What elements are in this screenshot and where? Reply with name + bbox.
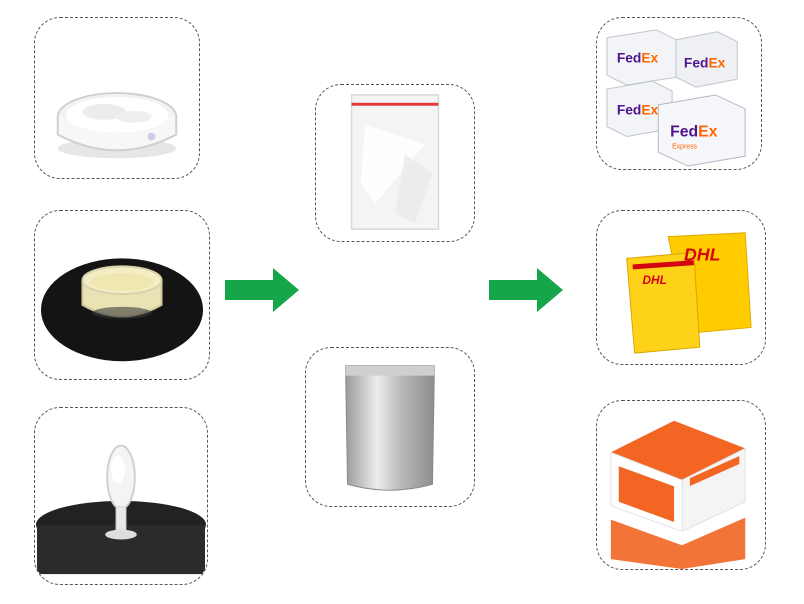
card-fedex-boxes: FedEx FedEx FedEx FedEx Express	[596, 17, 762, 170]
fedex-sub-label: Express	[672, 143, 697, 150]
foil-pouch-image	[345, 365, 435, 491]
card-yellow-powder	[34, 210, 210, 380]
yellow-powder-dish-image	[40, 258, 204, 362]
fedex-logo-2: FedEx	[684, 54, 726, 70]
card-white-powder	[34, 17, 200, 179]
fedex-logo-3: FedEx	[617, 102, 659, 118]
fedex-logo-4: FedEx	[670, 123, 718, 140]
zip-lock-bag-image	[350, 94, 440, 230]
white-powder-dish-image	[56, 92, 178, 159]
arrow-to-shipping	[489, 268, 563, 312]
orange-boxes-image	[610, 420, 746, 569]
card-dhl-envelopes: DHL DHL	[596, 210, 766, 365]
arrow-to-packaging	[225, 268, 299, 312]
card-zip-lock-bag	[315, 84, 475, 242]
fedex-logo-1: FedEx	[617, 49, 659, 65]
card-orange-boxes	[596, 400, 766, 570]
card-powder-flask	[34, 407, 208, 585]
card-foil-pouch	[305, 347, 475, 507]
fedex-boxes-image: FedEx FedEx FedEx FedEx Express	[606, 29, 746, 167]
dhl-logo-1: DHL	[684, 244, 720, 264]
dhl-logo-2: DHL	[643, 273, 667, 287]
dhl-envelopes-image: DHL DHL	[626, 232, 752, 354]
powder-flask-image	[35, 444, 207, 575]
